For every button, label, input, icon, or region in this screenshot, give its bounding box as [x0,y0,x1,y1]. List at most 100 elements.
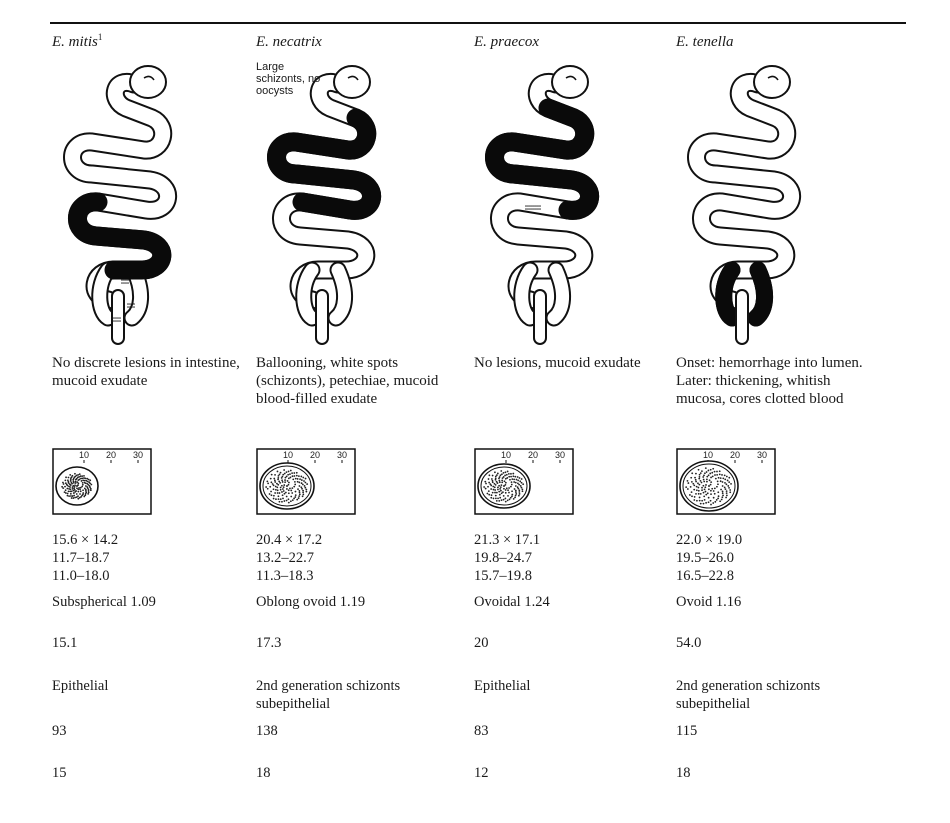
sporont-granule [504,489,507,491]
sporont-granule [88,481,91,484]
stipple-dot [125,282,127,284]
sporont-granule [69,473,72,476]
scale-tick-label: 10 [501,450,511,460]
sporont-granule [66,494,69,497]
sporont-granule [273,494,275,497]
sporont-granule [725,475,728,478]
oocyst-inner-wall [682,463,736,509]
sporont-granule [285,471,288,473]
scale-tick-label: 30 [757,450,767,460]
sporont-granule [67,490,70,493]
sporont-granule [82,479,85,482]
sporont-granule [83,495,86,498]
stipple-dot [537,208,539,210]
sporont-granule [698,473,701,476]
sporont-granule [292,478,295,481]
sporont-granule [494,494,497,497]
sporont-granule [728,486,730,489]
sporont-granule [490,496,493,499]
sporont-granule [67,476,70,479]
sporont-granule [512,475,515,478]
sporont-granule [73,487,75,490]
stipple-dot [527,205,529,207]
sporont-granule [687,482,690,484]
sporont-granule [283,472,286,475]
sporont-granule [690,476,693,479]
sporont-granule [71,482,73,485]
sporont-granule [519,480,522,483]
sporont-granule [298,491,301,494]
species-column-praecox: E. praecox No lesions, mucoid exudate 10… [474,0,684,823]
sporont-granule [511,493,514,496]
sporont-granule [283,492,286,495]
sporont-granule [702,491,705,494]
sporont-granule [705,478,708,481]
lesion-region [68,192,172,280]
sporont-granule [518,493,521,495]
sporont-granule [503,480,506,483]
sporont-granule [282,473,285,476]
sporont-granule [717,497,720,500]
sporont-granule [520,481,523,484]
sporont-granule [71,495,74,497]
location-row: Epithelial [52,678,109,694]
stipple-dot [531,205,533,207]
scale-tick-label: 20 [528,450,538,460]
sporont-granule [62,487,65,489]
sporont-granule [291,492,294,494]
lesion-region [267,108,381,220]
sporont-granule [72,492,75,494]
sporont-granule [730,482,732,485]
sporont-granule [287,470,290,473]
stipple-dot [127,303,129,305]
sporont-granule [712,467,715,470]
sporont-granule [75,490,78,492]
sporont-granule [84,477,87,480]
sporont-granule [492,497,495,500]
sporont-granule [66,487,69,490]
sporont-granule [703,495,706,498]
sporont-granule [298,495,301,498]
value-row-1: 54.0 [676,635,702,651]
sporont-granule [77,490,80,493]
sporont-granule [306,483,309,485]
sporont-granule [486,492,489,495]
sporont-granule [494,497,497,500]
intestine-lesion-diagram [485,65,599,345]
sporont-granule [494,471,496,474]
sporont-granule [86,477,89,480]
scale-tick-label: 20 [310,450,320,460]
sporont-granule [81,481,84,484]
stipple-dot [539,208,541,210]
sporont-granule [278,500,281,503]
sporont-granule [511,478,514,480]
sporont-granule [291,472,293,475]
sporont-granule [517,487,520,490]
sporont-granule [69,490,72,493]
sporont-granule [78,486,80,489]
sporont-granule [507,494,509,497]
sporont-granule [498,499,501,502]
intestine-lesion-diagram [267,65,381,345]
sporont-granule [511,490,513,493]
sporont-granule [64,485,66,488]
sporont-granule [494,475,497,478]
sporont-granule [514,494,517,497]
sporont-granule [713,492,716,495]
sporont-granule [501,479,504,482]
sporont-granule [497,497,499,500]
sporont-granule [725,496,727,499]
sporont-granule [513,481,516,483]
sporont-granule [274,474,276,476]
sporont-granule [714,500,717,503]
stipple-dot [533,208,535,210]
sporont-granule [274,481,277,483]
sporont-granule [291,499,294,502]
sporont-granule [294,477,297,480]
sporont-granule [282,486,285,489]
sporont-granule [490,488,493,490]
sporont-granule [716,473,719,476]
sporont-granule [72,497,75,499]
sporont-granule [73,494,76,497]
sporont-granule [707,469,710,472]
